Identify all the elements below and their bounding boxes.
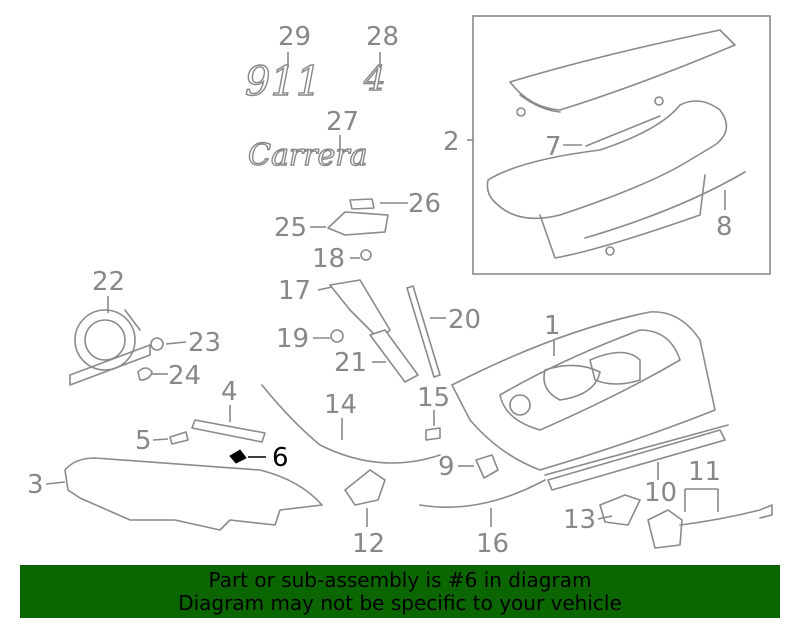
callout-9: 9 — [438, 452, 455, 482]
cable-11-drawing — [679, 504, 773, 526]
callout-5: 5 — [135, 426, 152, 456]
part-6-highlighted — [229, 449, 247, 464]
exploded-view: 911 4 Carrera — [27, 15, 773, 559]
callout-26: 26 — [408, 189, 441, 219]
callout-22: 22 — [92, 267, 125, 297]
part-26-drawing — [349, 198, 375, 210]
banner-line-2: Diagram may not be specific to your vehi… — [178, 590, 622, 615]
clip-15-drawing — [425, 427, 441, 441]
bracket-25-drawing — [327, 211, 389, 236]
callout-24: 24 — [168, 361, 201, 391]
callout-20: 20 — [448, 305, 481, 335]
callout-14: 14 — [324, 390, 357, 420]
leader-lines — [45, 52, 726, 527]
bolt-19-drawing — [330, 329, 344, 343]
callout-19: 19 — [276, 324, 309, 354]
latch-11-drawing — [647, 509, 683, 549]
callout-11: 11 — [688, 457, 721, 487]
rear-spoiler-drawing — [486, 29, 746, 259]
cable-16-drawing — [419, 479, 546, 508]
callout-8: 8 — [716, 212, 733, 242]
callout-12: 12 — [352, 529, 385, 559]
clip-5-drawing — [169, 431, 189, 445]
callout-13: 13 — [563, 505, 596, 535]
callout-10: 10 — [644, 478, 677, 508]
callout-28: 28 — [366, 22, 399, 52]
cable-14-drawing — [261, 384, 441, 464]
callout-4: 4 — [221, 377, 238, 407]
parts-diagram: 911 4 Carrera — [27, 15, 773, 559]
badge-4-lettering: 4 — [363, 59, 386, 99]
callout-23: 23 — [188, 328, 221, 358]
banner-line-1: Part or sub-assembly is #6 in diagram — [208, 567, 592, 592]
callout-29: 29 — [278, 22, 311, 52]
bracket-12-drawing — [344, 469, 386, 506]
callout-27: 27 — [326, 107, 359, 137]
callout-15: 15 — [417, 383, 450, 413]
fan-assembly-drawing — [69, 309, 151, 386]
strut-20-drawing — [406, 285, 441, 378]
badge-911-lettering: 911 — [245, 59, 321, 105]
callout-6: 6 — [272, 443, 289, 473]
badge-carrera-lettering: Carrera — [248, 138, 368, 173]
grommet-24-drawing — [137, 367, 153, 381]
actuator-9-drawing — [475, 454, 499, 479]
insulation-pad-drawing — [64, 457, 323, 531]
callout-7: 7 — [545, 132, 562, 162]
bracket-13-drawing — [599, 494, 641, 526]
callout-18: 18 — [312, 244, 345, 274]
deck-lid-drawing — [451, 311, 729, 476]
callout-17: 17 — [278, 276, 311, 306]
callout-21: 21 — [334, 348, 367, 378]
strut-21-drawing — [369, 329, 419, 383]
bracket-4-drawing — [191, 419, 266, 443]
callout-3: 3 — [27, 470, 44, 500]
seal-strip-drawing — [547, 429, 726, 491]
inset-frame — [472, 15, 771, 275]
info-banner: Part or sub-assembly is #6 in diagram Di… — [20, 565, 780, 618]
bolt-18-drawing — [360, 249, 372, 261]
callout-2: 2 — [443, 127, 460, 157]
callout-16: 16 — [476, 529, 509, 559]
callout-1: 1 — [544, 311, 561, 341]
grommet-23-drawing — [150, 337, 164, 351]
callout-25: 25 — [274, 213, 307, 243]
